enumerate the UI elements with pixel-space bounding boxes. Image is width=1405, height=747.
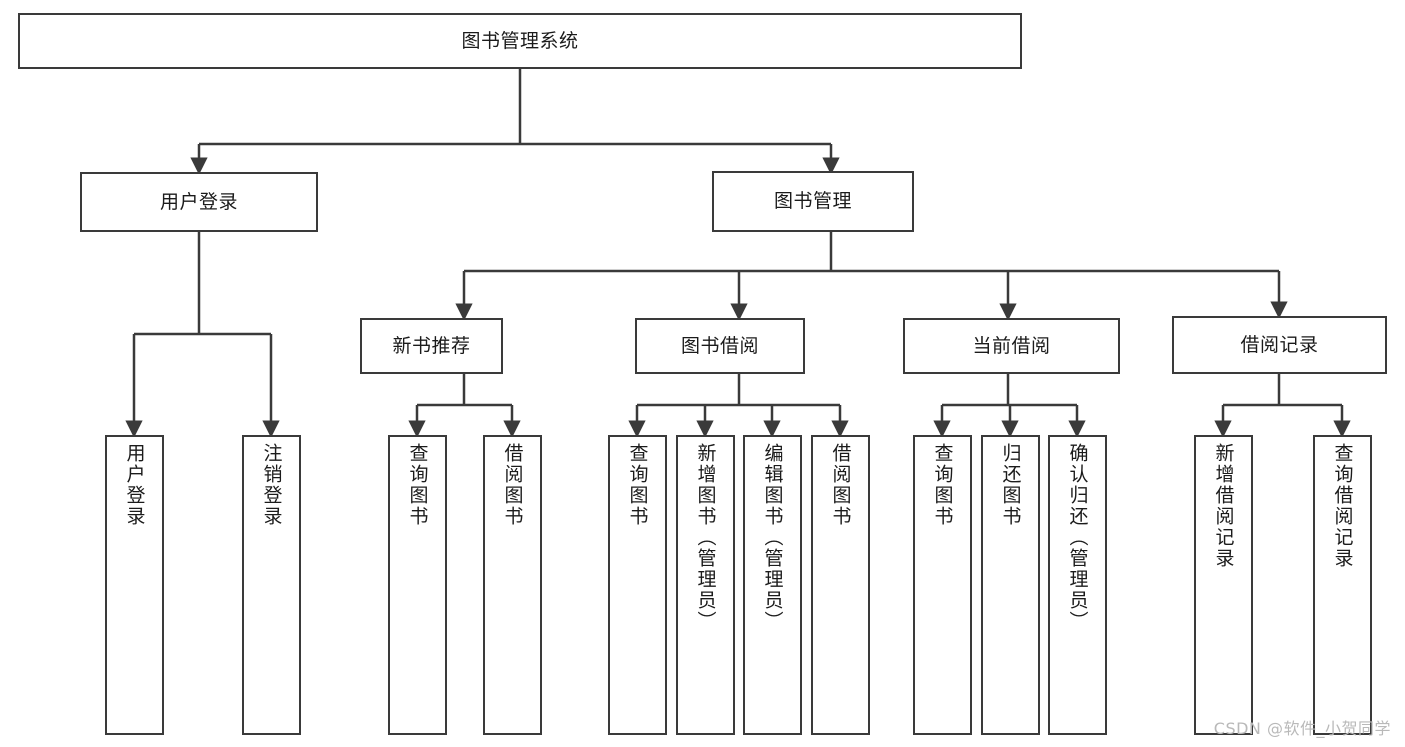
node-user-login[interactable]: 用户登录 bbox=[80, 172, 318, 232]
node-leaf-add-book-label: 新增图书（管理员） bbox=[694, 443, 717, 632]
node-leaf-user-login[interactable]: 用户登录 bbox=[105, 435, 164, 735]
node-leaf-confirm-return-label: 确认归还（管理员） bbox=[1066, 443, 1089, 632]
node-book-manage[interactable]: 图书管理 bbox=[712, 171, 914, 232]
node-leaf-user-login-label: 用户登录 bbox=[123, 443, 146, 527]
node-book-borrow-label: 图书借阅 bbox=[680, 334, 759, 357]
node-leaf-return-book[interactable]: 归还图书 bbox=[981, 435, 1040, 735]
node-leaf-edit-book[interactable]: 编辑图书（管理员） bbox=[743, 435, 802, 735]
node-leaf-borrow-book-1[interactable]: 借阅图书 bbox=[483, 435, 542, 735]
node-current-borrow[interactable]: 当前借阅 bbox=[903, 318, 1120, 374]
node-user-login-label: 用户登录 bbox=[159, 190, 238, 213]
node-leaf-query-record-label: 查询借阅记录 bbox=[1331, 443, 1354, 569]
node-leaf-add-book[interactable]: 新增图书（管理员） bbox=[676, 435, 735, 735]
node-book-manage-label: 图书管理 bbox=[773, 190, 852, 213]
node-leaf-query-book-2-label: 查询图书 bbox=[626, 443, 649, 527]
node-book-borrow[interactable]: 图书借阅 bbox=[635, 318, 805, 374]
node-leaf-query-book-2[interactable]: 查询图书 bbox=[608, 435, 667, 735]
node-leaf-edit-book-label: 编辑图书（管理员） bbox=[761, 443, 784, 632]
node-leaf-add-record-label: 新增借阅记录 bbox=[1212, 443, 1235, 569]
node-leaf-borrow-book-1-label: 借阅图书 bbox=[501, 443, 524, 527]
node-current-borrow-label: 当前借阅 bbox=[972, 334, 1051, 357]
node-leaf-query-book-1-label: 查询图书 bbox=[406, 443, 429, 527]
node-root-label: 图书管理系统 bbox=[461, 29, 579, 52]
node-leaf-query-book-3-label: 查询图书 bbox=[931, 443, 954, 527]
node-borrow-record[interactable]: 借阅记录 bbox=[1172, 316, 1387, 374]
node-leaf-add-record[interactable]: 新增借阅记录 bbox=[1194, 435, 1253, 735]
node-new-book-recommend[interactable]: 新书推荐 bbox=[360, 318, 503, 374]
node-leaf-borrow-book-2-label: 借阅图书 bbox=[829, 443, 852, 527]
node-leaf-query-book-3[interactable]: 查询图书 bbox=[913, 435, 972, 735]
node-leaf-query-record[interactable]: 查询借阅记录 bbox=[1313, 435, 1372, 735]
node-borrow-record-label: 借阅记录 bbox=[1240, 333, 1319, 356]
node-leaf-borrow-book-2[interactable]: 借阅图书 bbox=[811, 435, 870, 735]
node-leaf-confirm-return[interactable]: 确认归还（管理员） bbox=[1048, 435, 1107, 735]
watermark-text: CSDN @软件_小贺同学 bbox=[1213, 719, 1391, 738]
node-leaf-user-logout-label: 注销登录 bbox=[260, 443, 283, 527]
node-new-book-recommend-label: 新书推荐 bbox=[392, 334, 471, 357]
node-leaf-query-book-1[interactable]: 查询图书 bbox=[388, 435, 447, 735]
node-leaf-user-logout[interactable]: 注销登录 bbox=[242, 435, 301, 735]
node-leaf-return-book-label: 归还图书 bbox=[999, 443, 1022, 527]
node-root[interactable]: 图书管理系统 bbox=[18, 13, 1022, 69]
